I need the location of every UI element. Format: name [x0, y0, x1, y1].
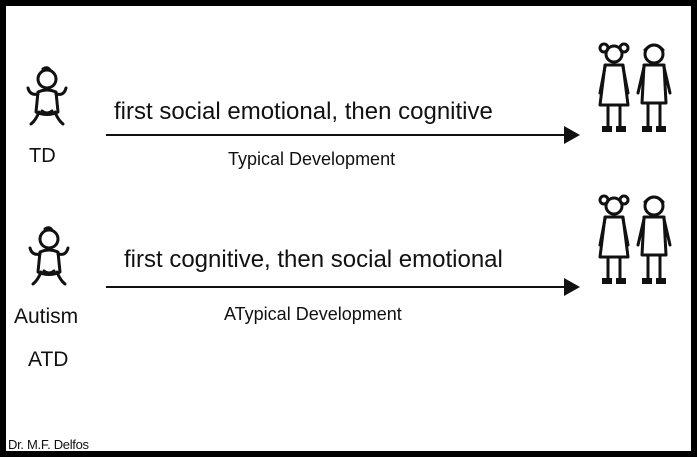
td-caption: Typical Development [228, 149, 396, 169]
children-icon [598, 194, 672, 284]
atd-arrow-shaft [106, 286, 566, 288]
atd-arrow [106, 278, 580, 296]
td-arrow-head [564, 126, 580, 144]
children-icon [598, 42, 672, 132]
td-group-label: TD [29, 145, 56, 167]
atd-group-label: Autism [14, 305, 79, 328]
atd-arrow-text: first cognitive, then social emotional [124, 246, 503, 273]
atd-group-sublabel: ATD [28, 348, 69, 371]
td-arrow [106, 126, 580, 144]
td-arrow-shaft [106, 134, 566, 136]
atd-arrow-head [564, 278, 580, 296]
td-arrow-text: first social emotional, then cognitive [114, 98, 493, 125]
atd-caption: ATypical Development [224, 304, 402, 324]
credit-text: Dr. M.F. Delfos [8, 437, 89, 452]
baby-icon [26, 66, 68, 126]
baby-icon [28, 226, 70, 286]
